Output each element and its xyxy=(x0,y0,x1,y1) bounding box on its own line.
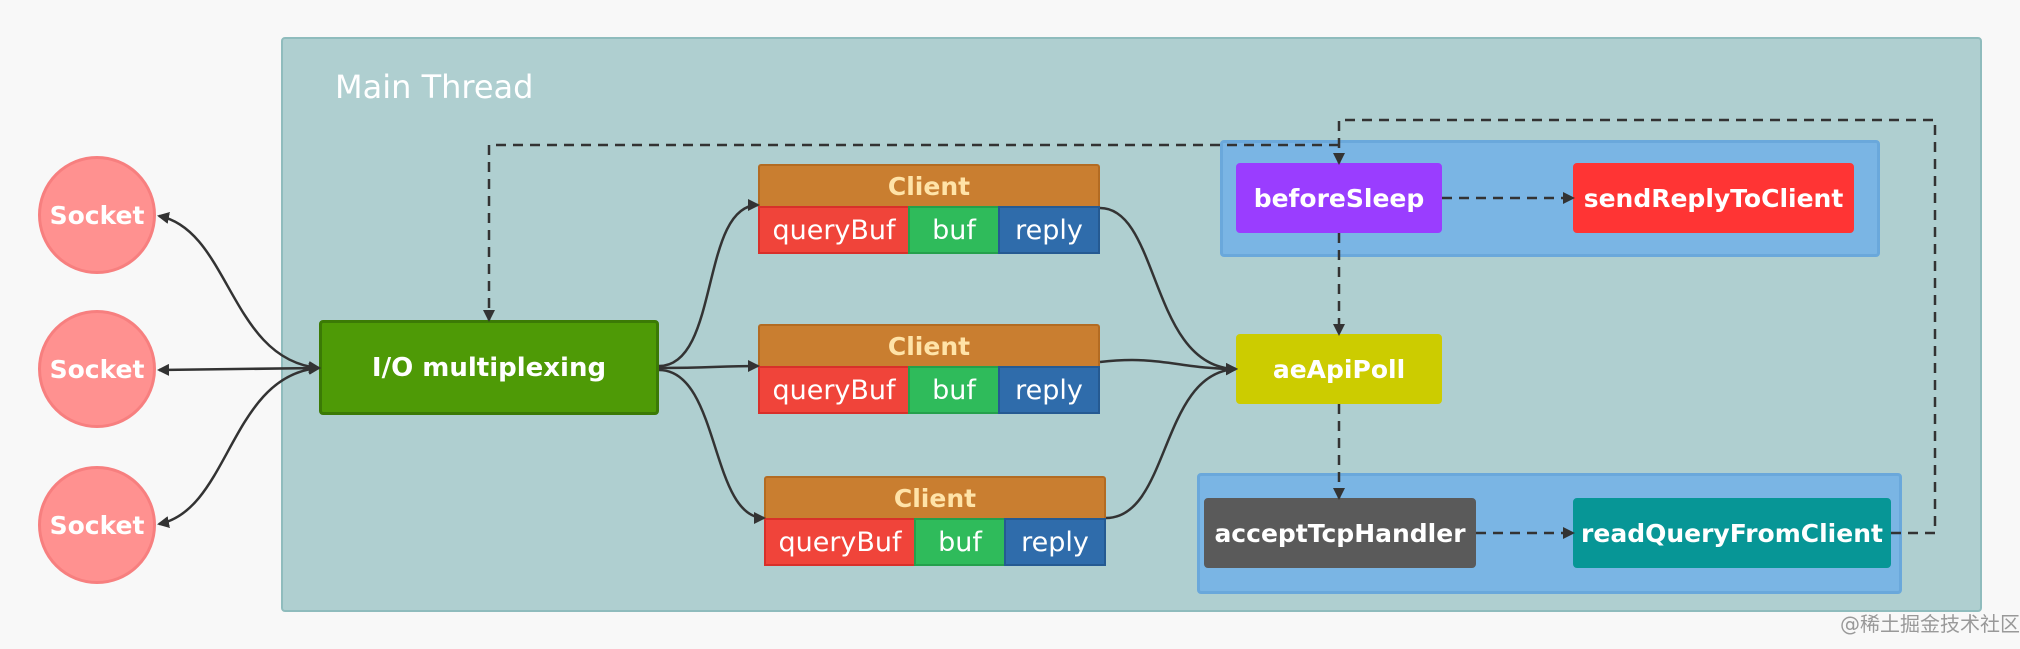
client-3-title: Client xyxy=(764,476,1106,520)
client-1-reply: reply xyxy=(998,206,1100,254)
edge-io-client2 xyxy=(658,360,760,373)
client-1-title: Client xyxy=(758,164,1100,208)
main-thread-title: Main Thread xyxy=(335,68,534,106)
before-sleep-node: beforeSleep xyxy=(1236,163,1442,233)
edge-client2-ae xyxy=(1099,358,1238,375)
ae-api-poll-node: aeApiPoll xyxy=(1236,334,1442,404)
client-2-querybuf: queryBuf xyxy=(758,366,910,414)
watermark: @稀土掘金技术社区 xyxy=(1840,612,2020,636)
read-query-from-client-node: readQueryFromClient xyxy=(1573,498,1891,568)
edge-io-client1 xyxy=(658,199,760,368)
edge-socket2-io xyxy=(157,362,321,376)
client-1-querybuf: queryBuf xyxy=(758,206,910,254)
send-reply-to-client-node: sendReplyToClient xyxy=(1573,163,1854,233)
client-2-buf: buf xyxy=(908,366,1000,414)
client-1-buf: buf xyxy=(908,206,1000,254)
socket-3: Socket xyxy=(38,466,156,584)
client-2-title: Client xyxy=(758,324,1100,368)
edge-io-client3 xyxy=(658,368,766,524)
socket-1: Socket xyxy=(38,156,156,274)
edge-socket1-io xyxy=(157,212,321,374)
client-2-reply: reply xyxy=(998,366,1100,414)
edge-client3-ae xyxy=(1105,363,1238,520)
edge-socket3-io xyxy=(157,362,321,528)
edge-readquery-beforesleep xyxy=(1333,118,1937,535)
edge-client1-ae xyxy=(1099,206,1238,375)
client-3-reply: reply xyxy=(1004,518,1106,566)
client-3-buf: buf xyxy=(914,518,1006,566)
socket-2: Socket xyxy=(38,310,156,428)
client-3-querybuf: queryBuf xyxy=(764,518,916,566)
edge-beforesleep-io xyxy=(483,143,1339,322)
